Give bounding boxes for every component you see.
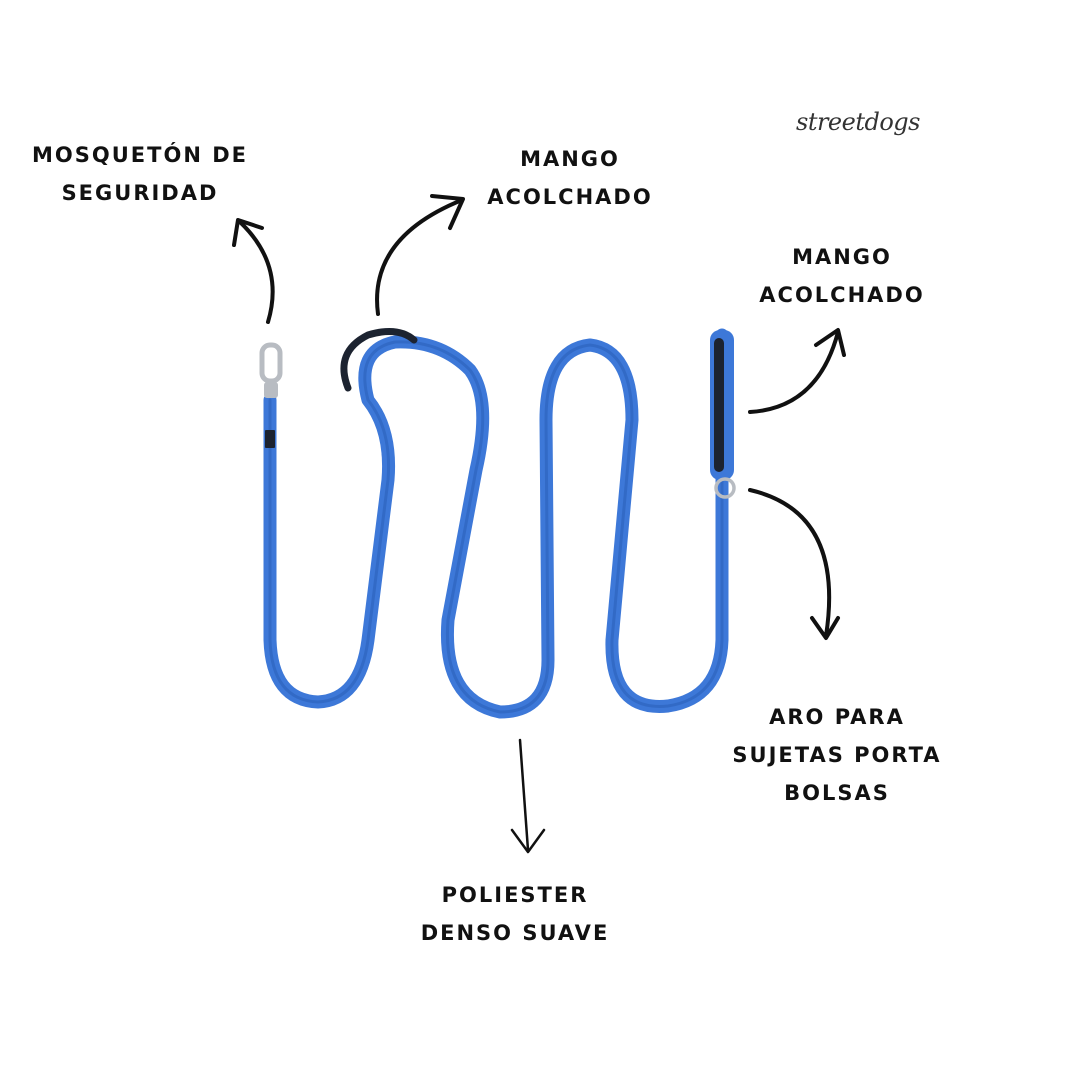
label-material: Poliester denso suave: [410, 876, 620, 952]
label-line: acolchado: [487, 185, 653, 209]
label-handle-top: Mango acolchado: [470, 140, 670, 216]
bag-holder-ring: [714, 477, 736, 499]
arrow-material-head: [510, 828, 546, 854]
label-carabiner: Mosquetón de seguridad: [30, 136, 250, 212]
label-line: seguridad: [61, 181, 219, 205]
leash-tag: [265, 430, 275, 448]
label-line: Mango: [520, 147, 620, 171]
label-line: Poliester: [441, 883, 589, 907]
brand-logo: streetdogs: [796, 108, 920, 136]
label-ring: Aro para sujetas porta bolsas: [722, 698, 952, 812]
arrow-ring: [748, 488, 832, 638]
arrow-material: [518, 738, 530, 852]
label-line: Mosquetón de: [32, 143, 248, 167]
label-line: bolsas: [784, 781, 890, 805]
label-handle-right: Mango acolchado: [742, 238, 942, 314]
leash-strap: [263, 328, 729, 719]
label-line: sujetas porta: [732, 743, 942, 767]
carabiner-clip: [259, 342, 283, 398]
arrow-carabiner-head: [232, 218, 264, 247]
arrow-handle-right-head: [814, 328, 846, 357]
arrow-handle-top: [375, 198, 464, 316]
label-line: acolchado: [759, 283, 925, 307]
padded-handle-right-inner: [714, 338, 724, 472]
arrow-ring-head: [810, 616, 840, 640]
padded-handle-top: [340, 327, 418, 392]
arrow-carabiner: [238, 220, 275, 324]
label-line: Aro para: [769, 705, 905, 729]
label-line: Mango: [792, 245, 892, 269]
arrows: [232, 194, 846, 854]
leash-strap-edge: [268, 333, 724, 714]
label-line: denso suave: [420, 921, 610, 945]
arrow-handle-top-head: [430, 194, 465, 230]
arrow-handle-right: [748, 330, 840, 414]
